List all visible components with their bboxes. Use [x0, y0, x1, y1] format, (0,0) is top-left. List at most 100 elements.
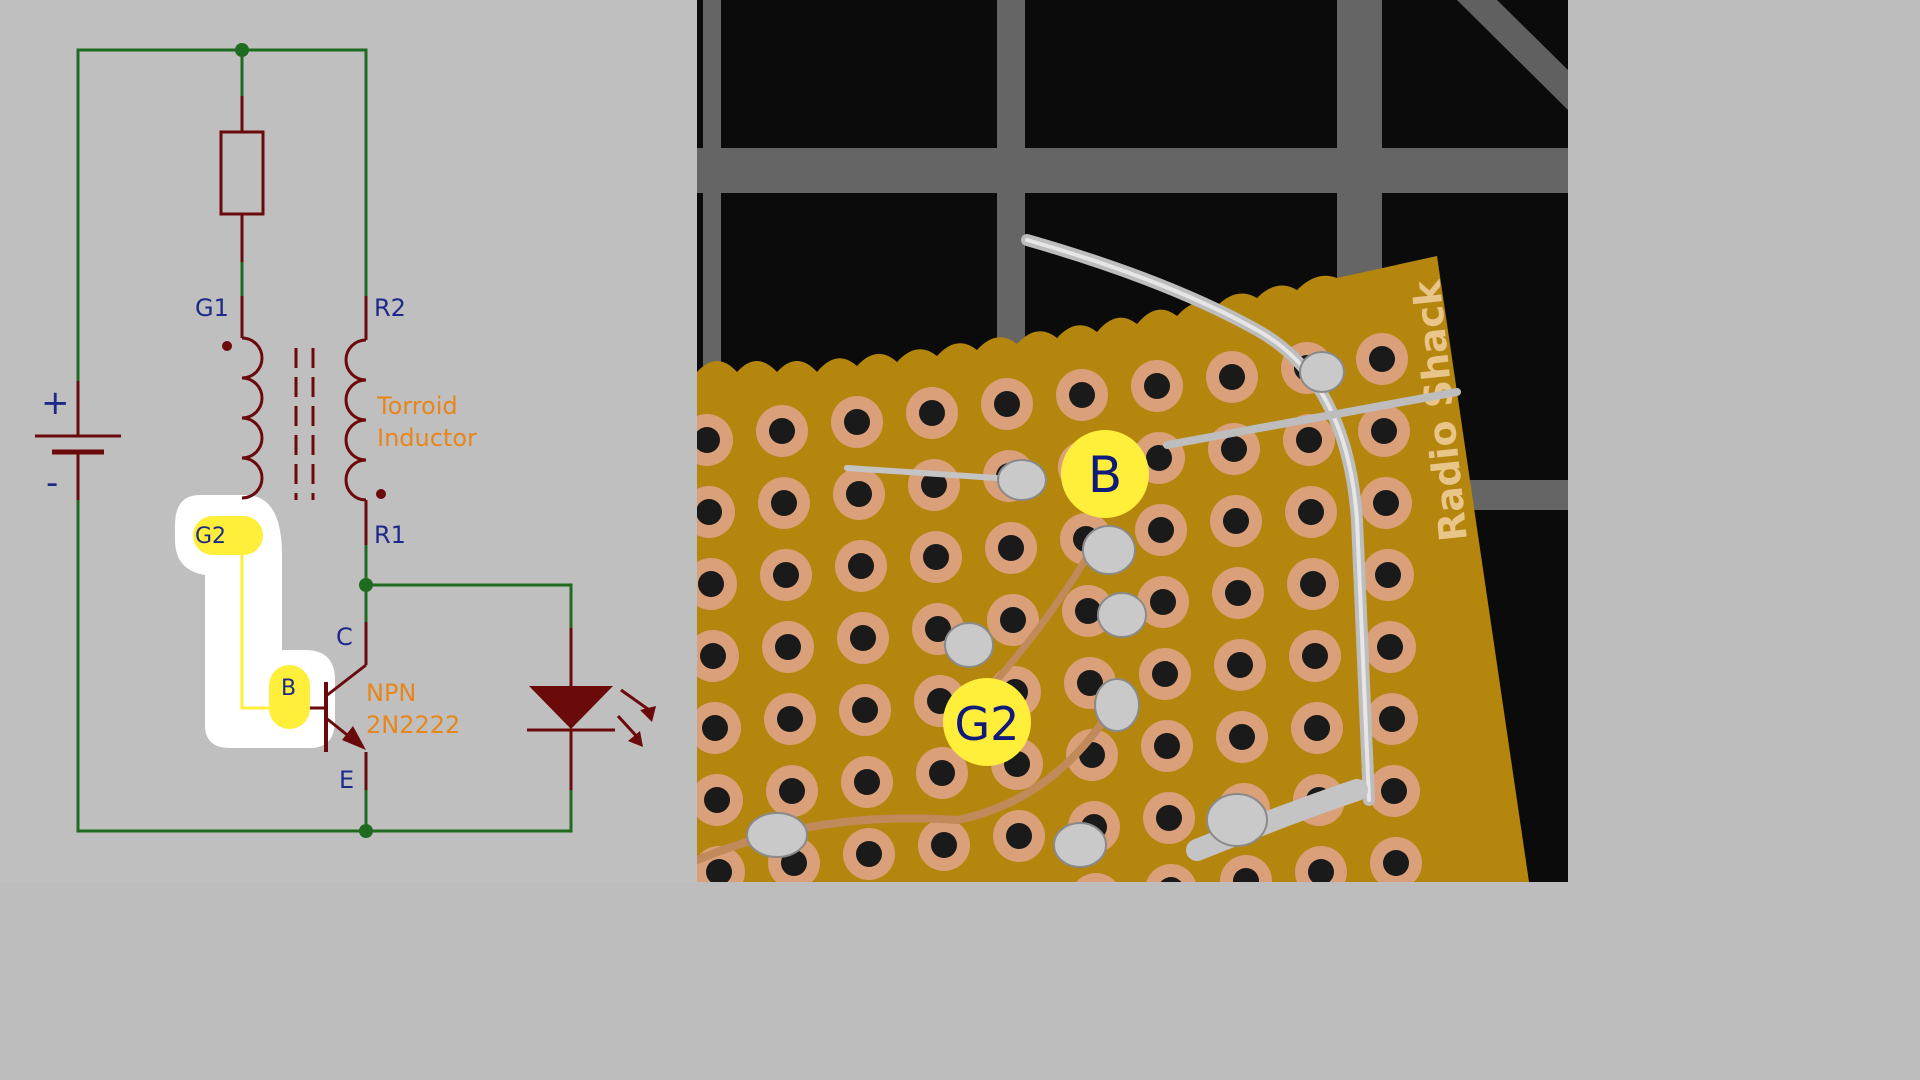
- polarity-dot-r1: [376, 489, 386, 499]
- callout-b-circle: [1061, 430, 1149, 518]
- board-hole: [1308, 859, 1334, 882]
- callout-b-label: B: [1088, 446, 1122, 504]
- board-hole: [779, 778, 805, 804]
- board-pad: [1146, 864, 1196, 882]
- board-hole: [1150, 589, 1176, 615]
- board-hole: [1219, 364, 1245, 390]
- board-hole: [1075, 598, 1101, 624]
- board-hole: [1304, 715, 1330, 741]
- board-hole: [697, 427, 720, 453]
- board-hole: [1229, 724, 1255, 750]
- circuit-schematic: G1 R2 R1 G2 B C E + - Torroid Inductor N…: [0, 0, 697, 882]
- label-r2: R2: [374, 294, 406, 322]
- label-g2: G2: [195, 524, 226, 549]
- board-hole: [775, 634, 801, 660]
- board-hole: [1152, 661, 1178, 687]
- background-diagonal: [1457, 0, 1568, 110]
- label-minus: -: [46, 463, 58, 503]
- board-hole: [848, 553, 874, 579]
- board-hole: [1000, 607, 1026, 633]
- board-hole: [1069, 382, 1095, 408]
- inductor-core: [294, 348, 315, 500]
- board-hole: [1373, 490, 1399, 516]
- board-hole: [706, 859, 732, 882]
- label-npn-line1: NPN: [366, 679, 416, 707]
- perfboard-pads: [697, 333, 1422, 882]
- board-hole: [850, 625, 876, 651]
- board-hole: [1369, 346, 1395, 372]
- board-hole: [1221, 436, 1247, 462]
- board-hole: [777, 706, 803, 732]
- board-hole: [1298, 499, 1324, 525]
- board-hole: [919, 400, 945, 426]
- board-hole: [1006, 823, 1032, 849]
- label-r1: R1: [374, 521, 406, 549]
- label-inductor-line1: Torroid: [376, 392, 458, 420]
- board-pad: [1076, 873, 1116, 882]
- board-hole: [1383, 850, 1409, 876]
- battery: [35, 381, 121, 500]
- board-hole: [769, 418, 795, 444]
- led-arrow-1: [640, 706, 656, 722]
- b-highlight-pill: [269, 665, 310, 729]
- wires: [76, 48, 573, 833]
- label-npn-line2: 2N2222: [366, 711, 460, 739]
- board-hole: [1379, 706, 1405, 732]
- label-e: E: [339, 766, 354, 794]
- board-hole: [998, 535, 1024, 561]
- board-hole: [1227, 652, 1253, 678]
- board-hole: [931, 832, 957, 858]
- board-hole: [1148, 517, 1174, 543]
- callout-g2-label: G2: [955, 697, 1020, 751]
- label-inductor-line2: Inductor: [377, 424, 477, 452]
- board-hole: [1371, 418, 1397, 444]
- junctions: [235, 43, 373, 838]
- led-arrow-2: [628, 731, 643, 747]
- board-hole: [771, 490, 797, 516]
- board-hole: [1377, 634, 1403, 660]
- board-hole: [1144, 373, 1170, 399]
- board-hole: [925, 616, 951, 642]
- board-hole: [704, 787, 730, 813]
- board-hole: [929, 760, 955, 786]
- polarity-dot-g1: [222, 341, 232, 351]
- board-hole: [994, 391, 1020, 417]
- board-hole: [1233, 868, 1259, 882]
- emitter-arrow: [342, 726, 366, 750]
- board-hole: [921, 472, 947, 498]
- board-hole: [773, 562, 799, 588]
- board-hole: [702, 715, 728, 741]
- board-hole: [697, 499, 722, 525]
- solder-joints: [746, 351, 1345, 868]
- label-plus: +: [41, 383, 70, 423]
- board-hole: [1302, 643, 1328, 669]
- label-c: C: [336, 623, 353, 651]
- led-triangle: [529, 686, 613, 729]
- board-hole: [700, 643, 726, 669]
- board-hole: [852, 697, 878, 723]
- board-hole: [1375, 562, 1401, 588]
- resistor: [219, 96, 265, 262]
- board-hole: [844, 409, 870, 435]
- board-hole: [1160, 877, 1182, 882]
- circuit-board-photo: Radio Shack B G2: [697, 0, 1568, 882]
- board-hole: [1296, 427, 1322, 453]
- board-hole: [923, 544, 949, 570]
- g2-highlight-pill: [193, 516, 263, 555]
- board-hole: [1146, 445, 1172, 471]
- board-hole: [854, 769, 880, 795]
- board-hole: [846, 481, 872, 507]
- board-hole: [698, 571, 724, 597]
- board-hole: [1225, 580, 1251, 606]
- inductor-coil-right: [344, 296, 368, 545]
- board-hole: [1154, 733, 1180, 759]
- board-hole: [856, 841, 882, 867]
- inductor-coil-left: [240, 296, 264, 500]
- board-hole: [1381, 778, 1407, 804]
- board-hole: [1300, 571, 1326, 597]
- label-b: B: [281, 676, 296, 701]
- callout-g2-circle: [943, 678, 1031, 766]
- board-hole: [1156, 805, 1182, 831]
- board-hole: [1223, 508, 1249, 534]
- board-hole: [1077, 670, 1103, 696]
